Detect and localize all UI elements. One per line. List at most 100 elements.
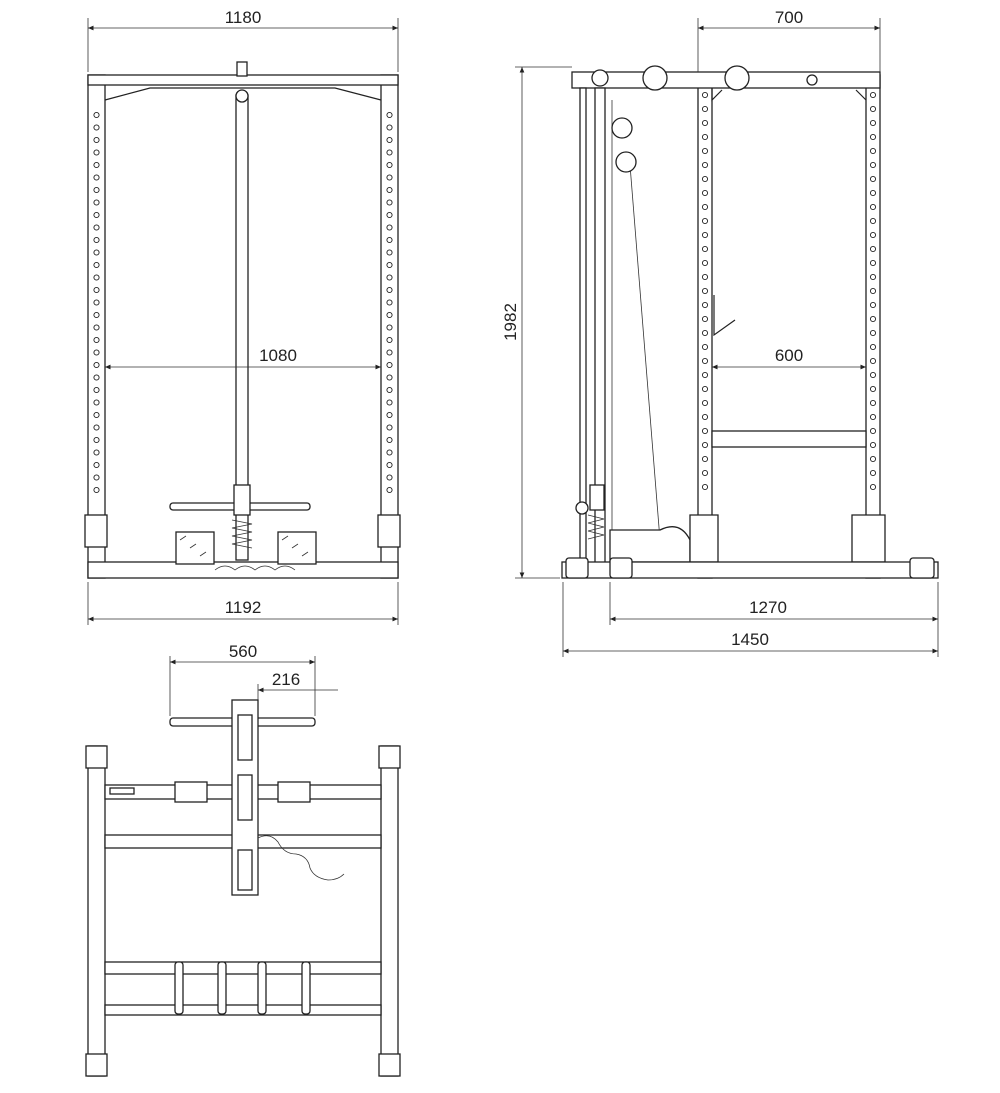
- hole: [701, 483, 709, 491]
- hole: [701, 133, 709, 141]
- hole: [93, 411, 100, 419]
- hole: [869, 217, 877, 225]
- hole: [701, 385, 709, 393]
- hole: [386, 161, 393, 169]
- hole: [386, 399, 393, 406]
- hole: [93, 386, 100, 394]
- hole: [93, 311, 100, 319]
- cable: [629, 164, 661, 541]
- hole: [869, 161, 877, 169]
- hole: [869, 483, 877, 491]
- pulley: [724, 65, 750, 91]
- hole: [701, 413, 709, 421]
- front-view: 1180 1080 1192: [84, 8, 401, 625]
- hole: [701, 175, 709, 183]
- dim-width-top: 1180: [225, 8, 262, 27]
- hole: [93, 324, 100, 331]
- pulley: [642, 65, 668, 91]
- hole: [701, 91, 709, 99]
- hole: [869, 329, 877, 337]
- hole: [701, 469, 709, 477]
- hole: [93, 174, 100, 181]
- footplate: [174, 781, 208, 803]
- hole: [386, 286, 393, 294]
- hole: [386, 449, 393, 456]
- hole: [701, 119, 709, 127]
- hole: [869, 189, 877, 197]
- hole: [93, 374, 100, 381]
- hole: [386, 211, 393, 219]
- hole: [386, 149, 393, 156]
- hole: [93, 224, 100, 231]
- hole: [386, 486, 393, 494]
- hole: [386, 224, 393, 231]
- hole: [869, 455, 877, 463]
- dim-total-depth: 1450: [731, 630, 769, 649]
- hole: [386, 111, 393, 119]
- hole: [93, 424, 100, 431]
- footplate: [277, 781, 311, 803]
- hole: [386, 249, 393, 256]
- hole: [869, 273, 877, 281]
- dim-inner-depth: 600: [775, 346, 803, 365]
- hole: [701, 399, 709, 407]
- base-rail: [561, 561, 939, 579]
- top-view: 560 216: [85, 642, 401, 1077]
- hole: [93, 261, 100, 269]
- hole: [869, 301, 877, 309]
- hole: [93, 136, 100, 144]
- hole: [386, 336, 393, 344]
- hole: [869, 287, 877, 295]
- hole: [701, 329, 709, 337]
- hole: [869, 399, 877, 407]
- dim-handle-length: 560: [229, 642, 257, 661]
- hole: [869, 105, 877, 113]
- hole: [386, 386, 393, 394]
- upright-holes: [93, 111, 393, 494]
- hole: [93, 361, 100, 369]
- hole: [701, 357, 709, 365]
- hole: [93, 274, 100, 281]
- hole: [386, 474, 393, 481]
- hole: [386, 261, 393, 269]
- safety-crossbar: [711, 430, 867, 448]
- carriage: [589, 484, 605, 511]
- hole: [386, 124, 393, 131]
- hole: [869, 371, 877, 379]
- hole: [869, 175, 877, 183]
- hole: [386, 136, 393, 144]
- hole: [93, 249, 100, 256]
- hole: [869, 231, 877, 239]
- dim-height: 1982: [501, 303, 520, 341]
- hole: [701, 105, 709, 113]
- hole: [701, 203, 709, 211]
- hole: [386, 174, 393, 181]
- hole: [869, 469, 877, 477]
- dim-handle-offset: 216: [272, 670, 300, 689]
- right-rail: [380, 745, 399, 1077]
- hole: [869, 315, 877, 323]
- spring: [231, 519, 253, 549]
- hole: [93, 286, 100, 294]
- footplate-left: [175, 531, 215, 565]
- hole: [869, 203, 877, 211]
- hole: [869, 343, 877, 351]
- j-hook: [713, 295, 736, 337]
- hole: [386, 361, 393, 369]
- pulley: [615, 151, 637, 173]
- hole: [386, 374, 393, 381]
- hole: [869, 259, 877, 267]
- hole: [93, 149, 100, 156]
- hole: [93, 486, 100, 494]
- hole: [701, 147, 709, 155]
- hole: [869, 91, 877, 99]
- hole: [93, 211, 100, 219]
- hole: [701, 259, 709, 267]
- pulley: [591, 69, 609, 87]
- hole: [869, 385, 877, 393]
- carriage: [233, 484, 251, 516]
- hole: [701, 161, 709, 169]
- hole: [869, 413, 877, 421]
